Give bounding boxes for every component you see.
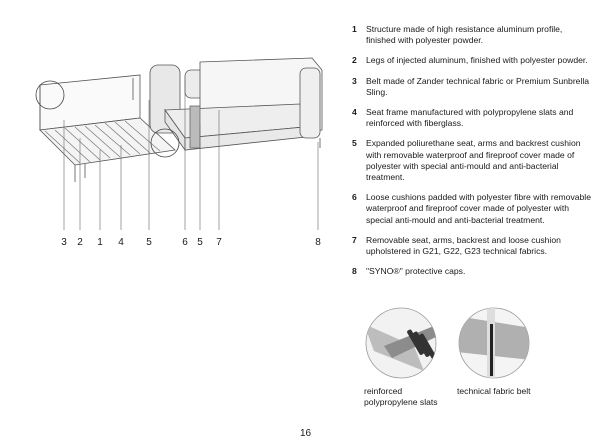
callout-2: 2	[77, 237, 83, 248]
callout-5-right: 5	[197, 237, 203, 248]
belt-caption: technical fabric belt	[457, 386, 531, 396]
feature-number: 6	[352, 192, 357, 203]
feature-text: Seat frame manufactured with polypropyle…	[366, 107, 574, 129]
callout-4: 4	[118, 237, 124, 248]
feature-text: Belt made of Zander technical fabric or …	[366, 75, 590, 97]
callout-7: 7	[216, 237, 222, 248]
feature-item: 4 Seat frame manufactured with polypropy…	[352, 107, 592, 129]
feature-text: Removable seat, arms, backrest and loose…	[366, 234, 561, 257]
callout-5-left: 5	[146, 237, 152, 248]
feature-item: 8 "SYNO®" protective caps.	[352, 266, 592, 277]
callout-1: 1	[97, 237, 103, 248]
feature-text: Structure made of high resistance alumin…	[366, 24, 563, 46]
slats-caption: reinforced polypropylene slats	[364, 386, 438, 408]
feature-number: 4	[352, 107, 357, 118]
feature-number: 5	[352, 138, 357, 149]
callout-3: 3	[61, 237, 67, 248]
feature-text: Expanded poliurethane seat, arms and bac…	[366, 138, 581, 183]
belt-detail-icon	[458, 307, 530, 379]
feature-item: 2 Legs of injected aluminum, finished wi…	[352, 55, 592, 66]
feature-list: 1 Structure made of high resistance alum…	[352, 24, 592, 286]
feature-item: 1 Structure made of high resistance alum…	[352, 24, 592, 46]
feature-text: Loose cushions padded with polyester fib…	[366, 192, 591, 225]
feature-number: 8	[352, 266, 357, 277]
feature-number: 1	[352, 24, 357, 34]
sofa-exploded-diagram	[35, 57, 323, 230]
feature-number: 2	[352, 55, 357, 66]
feature-item: 6 Loose cushions padded with polyester f…	[352, 192, 592, 226]
callout-8: 8	[315, 237, 321, 248]
slats-detail-icon	[365, 307, 437, 379]
feature-item: 3 Belt made of Zander technical fabric o…	[352, 76, 592, 98]
callout-6: 6	[182, 237, 188, 248]
feature-text: Legs of injected aluminum, finished with…	[366, 55, 588, 66]
feature-number: 3	[352, 75, 357, 86]
feature-number: 7	[352, 234, 357, 245]
feature-item: 7 Removable seat, arms, backrest and loo…	[352, 235, 592, 257]
feature-text: "SYNO®" protective caps.	[366, 266, 466, 277]
feature-item: 5 Expanded poliurethane seat, arms and b…	[352, 138, 592, 183]
